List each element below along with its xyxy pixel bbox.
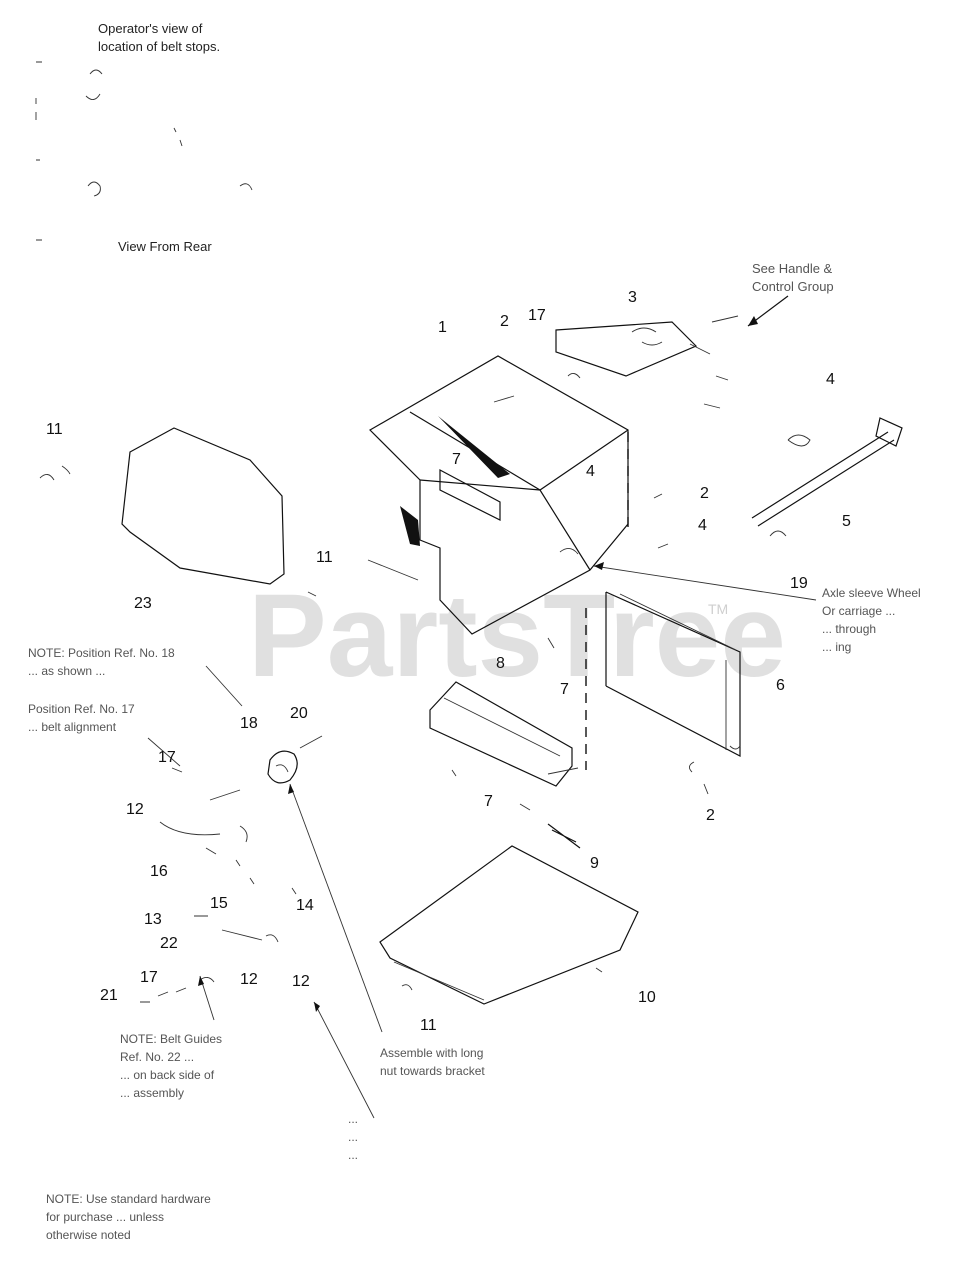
note-12: ... ... ... (348, 1112, 359, 1162)
callout-18: 18 (240, 715, 258, 732)
callout-12c: 12 (292, 973, 310, 990)
callout-10: 10 (638, 989, 656, 1006)
callout-11b: 11 (316, 549, 333, 566)
arrow-assemble (289, 783, 383, 1033)
callout-23: 23 (134, 595, 152, 612)
callout-5: 5 (842, 513, 851, 530)
bottom-bracket (429, 681, 579, 811)
callout-2: 2 (500, 313, 509, 330)
callout-21: 21 (100, 987, 118, 1004)
callout-12: 12 (126, 801, 144, 818)
cover-23 (121, 427, 285, 585)
callout-labels: 1 2 17 3 4 11 7 4 2 4 5 19 11 23 6 8 7 1… (46, 289, 851, 1034)
callout-14: 14 (296, 897, 314, 914)
note-belt-stops: Operator's view of location of belt stop… (98, 21, 221, 54)
note-18: NOTE: Position Ref. No. 18 ... as shown … (28, 646, 175, 678)
note-hardware: NOTE: Use standard hardware for purchase… (46, 1192, 211, 1242)
callout-16: 16 (150, 863, 168, 880)
watermark-brand: PartsTree (248, 570, 786, 702)
callout-3: 3 (628, 289, 637, 306)
callout-12b: 12 (240, 971, 258, 988)
tray-deck (379, 845, 639, 1005)
note-assemble: Assemble with long nut towards bracket (380, 1046, 485, 1078)
callout-7c: 7 (484, 793, 493, 810)
callout-4c: 4 (698, 517, 707, 534)
callout-22: 22 (160, 935, 178, 952)
pulley-assembly (140, 735, 323, 1003)
callout-7b: 7 (560, 681, 569, 698)
callout-4b: 4 (586, 463, 595, 480)
callout-2c: 2 (706, 807, 715, 824)
callout-17b: 17 (158, 749, 176, 766)
hardware-11 (39, 465, 317, 597)
arrow-12 (313, 1001, 375, 1119)
callout-17: 17 (528, 307, 546, 324)
bolt-2 (689, 761, 709, 795)
watermark-tm: TM (708, 601, 728, 617)
note-17: Position Ref. No. 17 ... belt alignment (28, 702, 135, 734)
note-view-from-rear: View From Rear (118, 239, 212, 254)
note-see-handle: See Handle & Control Group (752, 261, 834, 294)
callout-4: 4 (826, 371, 835, 388)
callout-11: 11 (46, 421, 63, 438)
callout-19: 19 (790, 575, 808, 592)
callout-11c: 11 (420, 1017, 437, 1034)
callout-8: 8 (496, 655, 505, 672)
callout-1: 1 (438, 319, 447, 336)
note-22: NOTE: Belt Guides Ref. No. 22 ... ... on… (120, 1032, 223, 1100)
main-housing (367, 355, 629, 649)
arrow-17 (147, 737, 181, 767)
callout-6: 6 (776, 677, 785, 694)
axle-note-arrow (593, 565, 817, 601)
side-panel (605, 591, 741, 757)
arrow-18 (205, 665, 243, 707)
axle-shaft (653, 417, 903, 549)
callout-15: 15 (210, 895, 228, 912)
callout-13: 13 (144, 911, 162, 928)
callout-7: 7 (452, 451, 461, 468)
callout-17c: 17 (140, 969, 158, 986)
note-axle: Axle sleeve Wheel Or carriage ... ... th… (822, 586, 921, 654)
bolt-9 (547, 823, 581, 849)
belt-stops-sketch (35, 61, 253, 241)
handle-bracket (555, 315, 739, 409)
callout-20: 20 (290, 705, 308, 722)
callout-9: 9 (590, 855, 599, 872)
callout-2b: 2 (700, 485, 709, 502)
